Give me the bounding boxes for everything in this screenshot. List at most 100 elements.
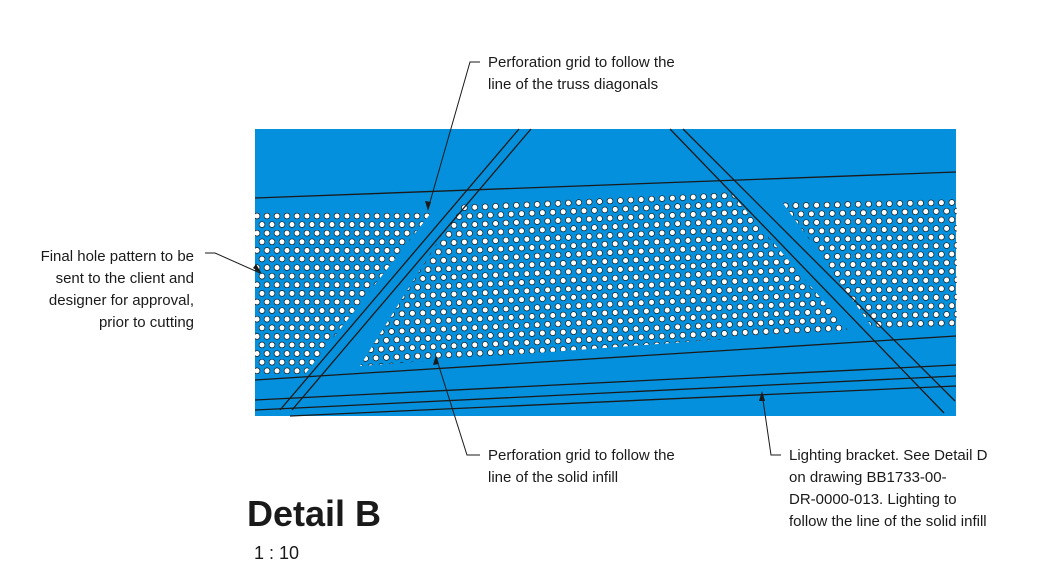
perforation-hole [353, 212, 361, 220]
perforation-hole [653, 255, 661, 263]
perforation-hole [466, 212, 473, 220]
perforation-hole [773, 310, 780, 318]
perforation-hole [778, 301, 785, 309]
perforation-hole [288, 221, 296, 228]
perforation-hole [721, 244, 728, 251]
perforation-hole [870, 295, 878, 302]
perforation-hole [865, 252, 872, 259]
perforation-hole [554, 234, 562, 242]
perforation-hole [726, 321, 733, 328]
perforation-hole [471, 238, 479, 245]
perforation-hole [440, 239, 447, 247]
perforation-hole [922, 242, 930, 250]
perforation-hole [471, 307, 479, 314]
perforation-hole [875, 303, 883, 311]
perforation-hole [283, 315, 291, 323]
perforation-hole [580, 327, 588, 335]
perforation-hole [813, 219, 820, 226]
perforation-hole [819, 316, 827, 324]
perforation-hole [293, 350, 301, 357]
perforation-hole [617, 300, 624, 308]
perforation-hole [622, 257, 629, 264]
perforation-hole [601, 275, 609, 282]
perforation-hole [476, 315, 484, 323]
perforation-hole [544, 321, 551, 328]
perforation-hole [544, 269, 551, 276]
perforation-hole [575, 199, 583, 206]
perforation-hole [278, 341, 286, 349]
perforation-hole [559, 260, 567, 267]
perforation-hole [481, 237, 489, 245]
perforation-hole [481, 203, 489, 211]
perforation-hole [591, 224, 598, 231]
perforation-hole [528, 347, 536, 355]
perforation-hole [313, 315, 321, 323]
perforation-hole [518, 348, 525, 355]
perforation-hole [403, 229, 411, 237]
perforation-hole [710, 193, 718, 200]
perforation-hole [943, 293, 950, 301]
perforation-hole [308, 307, 316, 314]
perforation-hole [585, 250, 593, 257]
perforation-hole [258, 341, 266, 349]
perforation-hole [606, 249, 614, 256]
perforation-hole [461, 221, 468, 229]
perforation-hole [844, 235, 852, 243]
perforation-hole [648, 213, 655, 220]
perforation-hole [255, 229, 261, 237]
perforation-hole [353, 298, 361, 306]
perforation-hole [823, 201, 831, 209]
perforation-hole [891, 312, 898, 319]
perforation-hole [828, 227, 836, 234]
perforation-hole [513, 236, 520, 243]
perforation-hole [565, 302, 572, 310]
perforation-hole [891, 226, 898, 233]
perforation-hole [502, 236, 510, 244]
perforation-hole [502, 202, 510, 210]
perforation-hole [622, 291, 629, 299]
perforation-hole [596, 318, 603, 326]
perforation-hole [891, 277, 898, 285]
perforation-hole [788, 318, 796, 325]
perforation-hole [736, 217, 744, 225]
perforation-hole [348, 221, 356, 228]
perforation-hole [378, 221, 386, 228]
perforation-hole [637, 316, 645, 324]
perforation-hole [938, 199, 945, 206]
perforation-hole [896, 269, 904, 276]
perforation-hole [896, 251, 904, 259]
perforation-hole [419, 292, 427, 299]
perforation-hole [880, 312, 888, 319]
perforation-hole [622, 240, 629, 247]
perforation-hole [880, 226, 888, 233]
perforation-hole [731, 295, 739, 302]
perforation-hole [288, 307, 296, 314]
perforation-hole [559, 242, 567, 250]
perforation-hole [445, 282, 453, 290]
perforation-hole [440, 274, 447, 281]
perforation-hole [497, 211, 505, 218]
perforation-hole [481, 341, 489, 348]
perforation-hole [643, 273, 650, 281]
perforation-hole [705, 270, 713, 278]
perforation-hole [481, 220, 489, 228]
perforation-hole [627, 265, 635, 273]
perforation-hole [368, 221, 376, 228]
perforation-hole [343, 281, 351, 289]
perforation-hole [398, 310, 406, 318]
perforation-hole [298, 358, 306, 366]
perforation-hole [539, 278, 546, 285]
perforation-hole [596, 232, 603, 240]
perforation-hole [788, 266, 796, 274]
perforation-hole [721, 226, 728, 234]
perforation-hole [283, 281, 291, 289]
perforation-hole [435, 351, 442, 359]
perforation-hole [518, 313, 525, 321]
perforation-hole [298, 255, 306, 263]
perforation-hole [932, 242, 940, 250]
perforation-hole [700, 279, 707, 286]
perforation-hole [658, 246, 666, 254]
perforation-hole [293, 212, 301, 220]
perforation-hole [429, 291, 437, 299]
perforation-hole [773, 258, 780, 266]
